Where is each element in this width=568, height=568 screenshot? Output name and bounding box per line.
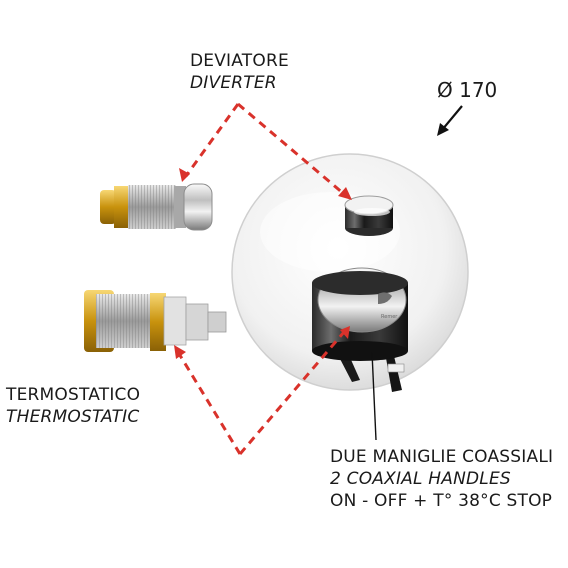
thermostatic-pointer-arrows bbox=[176, 331, 346, 455]
handles-label: DUE MANIGLIE COASSIALI 2 COAXIAL HANDLES… bbox=[330, 446, 553, 512]
diameter-label: Ø 170 bbox=[437, 78, 498, 102]
svg-text:Remer: Remer bbox=[381, 314, 398, 320]
coaxial-handle bbox=[312, 267, 408, 392]
diverter-label: DEVIATORE DIVERTER bbox=[190, 50, 289, 94]
diverter-cartridge bbox=[100, 183, 213, 231]
thermostatic-label-italian: TERMOSTATICO bbox=[6, 385, 141, 405]
handles-pointer-line bbox=[371, 351, 377, 441]
diverter-label-italian: DEVIATORE bbox=[190, 51, 289, 71]
diverter-knob bbox=[344, 195, 394, 236]
diverter-label-english: DIVERTER bbox=[190, 73, 277, 93]
handles-label-english: 2 COAXIAL HANDLES bbox=[330, 469, 511, 489]
thermostatic-label: TERMOSTATICO THERMOSTATIC bbox=[6, 384, 140, 428]
diverter-pointer-arrows bbox=[184, 102, 345, 196]
diameter-pointer-arrow bbox=[437, 105, 463, 136]
arrowheads bbox=[174, 168, 352, 359]
thermostatic-label-english: THERMOSTATIC bbox=[6, 407, 140, 427]
handles-label-italian: DUE MANIGLIE COASSIALI bbox=[330, 447, 554, 467]
handles-label-function: ON - OFF + T° 38°C STOP bbox=[330, 491, 553, 511]
brand-logo: Remer bbox=[378, 292, 398, 320]
thermostatic-cartridge bbox=[84, 290, 227, 352]
